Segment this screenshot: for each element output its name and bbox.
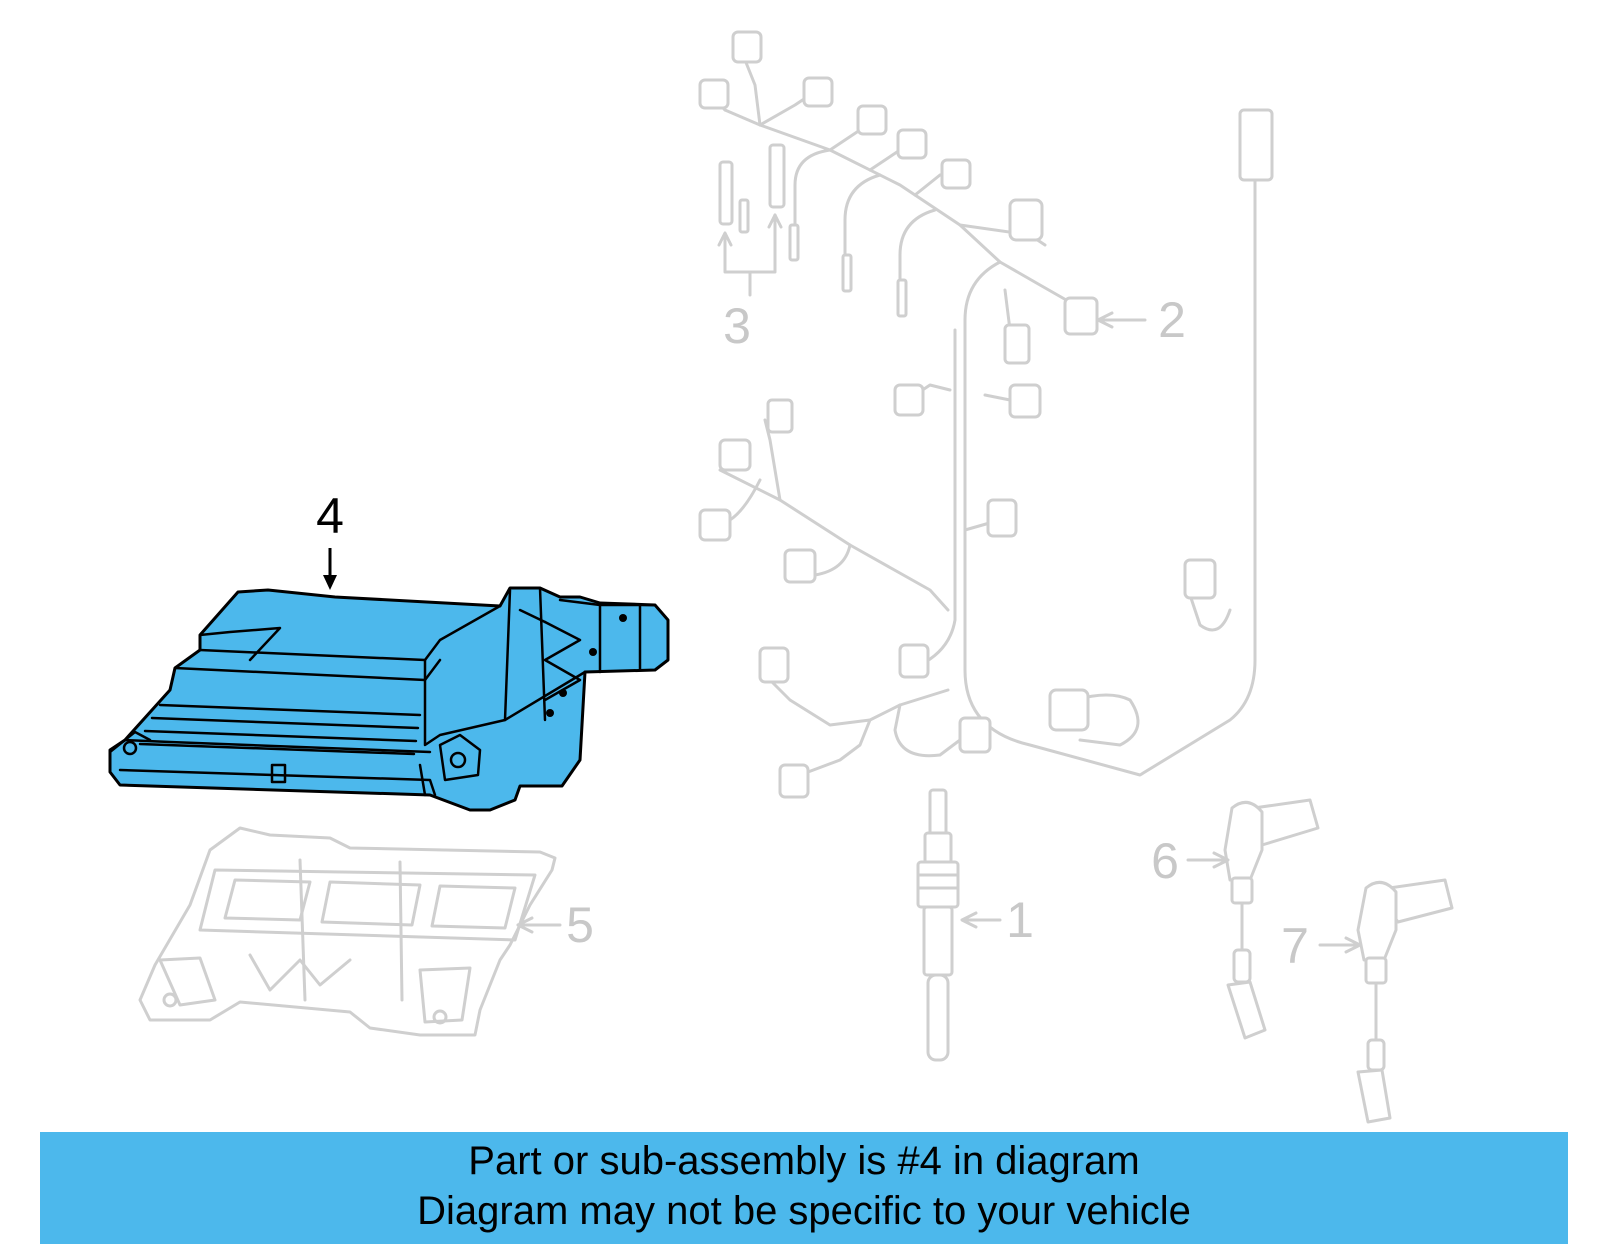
callout-4-leader <box>323 548 337 590</box>
callout-5: 5 <box>566 897 594 953</box>
callout-2: 2 <box>1158 292 1186 348</box>
banner-line-2: Diagram may not be specific to your vehi… <box>417 1189 1191 1233</box>
callout-3-leader <box>717 213 783 297</box>
callout-3: 3 <box>723 298 751 354</box>
ecu-bracket <box>138 826 562 1037</box>
sensor-7 <box>1318 878 1454 1124</box>
harness-connectors <box>698 30 1274 799</box>
banner-line-1: Part or sub-assembly is #4 in diagram <box>468 1139 1140 1183</box>
callout-1: 1 <box>1006 892 1034 948</box>
info-banner: Part or sub-assembly is #4 in diagram Di… <box>40 1132 1568 1244</box>
callout-2-leader <box>1096 311 1147 329</box>
sensor-6 <box>1186 798 1320 1040</box>
ecu-module-highlighted <box>108 586 670 812</box>
callout-7: 7 <box>1281 918 1309 974</box>
callout-6: 6 <box>1151 833 1179 889</box>
callout-4: 4 <box>316 488 344 544</box>
glow-plug <box>916 788 1002 1062</box>
